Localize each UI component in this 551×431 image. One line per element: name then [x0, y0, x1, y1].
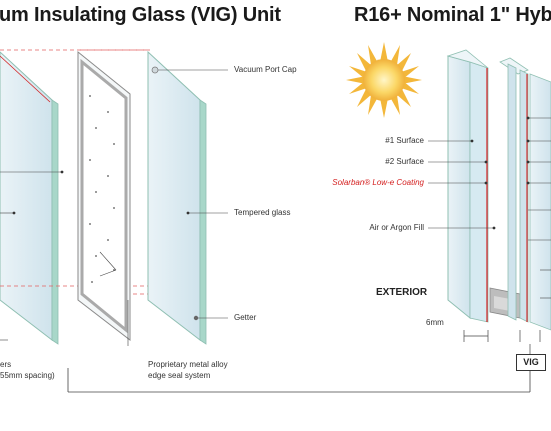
- dimension-marks: [463, 330, 541, 354]
- hybrid-unit-title: R16+ Nominal 1" Hyb: [354, 4, 551, 26]
- vacuum-port-cap-label: Vacuum Port Cap: [234, 65, 297, 74]
- coating-label: Solarban® Low-e Coating: [332, 178, 424, 187]
- vig-tag: VIG: [516, 354, 546, 371]
- dimension-label: 6mm: [426, 318, 444, 327]
- edge-seal-frame: [77, 50, 131, 342]
- spacers-label-line2: 55mm spacing): [0, 371, 55, 380]
- surface2-label: #2 Surface: [385, 157, 424, 166]
- leader-dots: [12, 170, 190, 215]
- spacer-pillars: [89, 95, 115, 283]
- vig-unit-title: um Insulating Glass (VIG) Unit: [0, 4, 281, 26]
- tempered-glass-label: Tempered glass: [234, 208, 291, 217]
- left-leader-lines: [0, 69, 228, 346]
- edge-seal-label-line1: Proprietary metal alloy: [148, 360, 228, 369]
- right-leader-dots: [470, 116, 530, 230]
- spacers-label-line1: ers: [0, 360, 12, 369]
- exterior-glass-pane: [446, 49, 489, 323]
- connector-bracket: [67, 368, 531, 393]
- vig-inner-panes: [499, 57, 551, 331]
- fill-label: Air or Argon Fill: [369, 223, 424, 232]
- exterior-label: EXTERIOR: [376, 287, 428, 298]
- left-glass-pane: [0, 51, 59, 345]
- surface1-label: #1 Surface: [385, 136, 424, 145]
- edge-seal-label-line2: edge seal system: [148, 371, 211, 380]
- right-leader-lines: [428, 117, 551, 299]
- getter-icon: [193, 315, 199, 321]
- getter-label: Getter: [234, 313, 257, 322]
- tempered-glass-pane: [147, 50, 207, 345]
- vacuum-port-cap-icon: [151, 66, 159, 74]
- sun-icon: [346, 42, 422, 118]
